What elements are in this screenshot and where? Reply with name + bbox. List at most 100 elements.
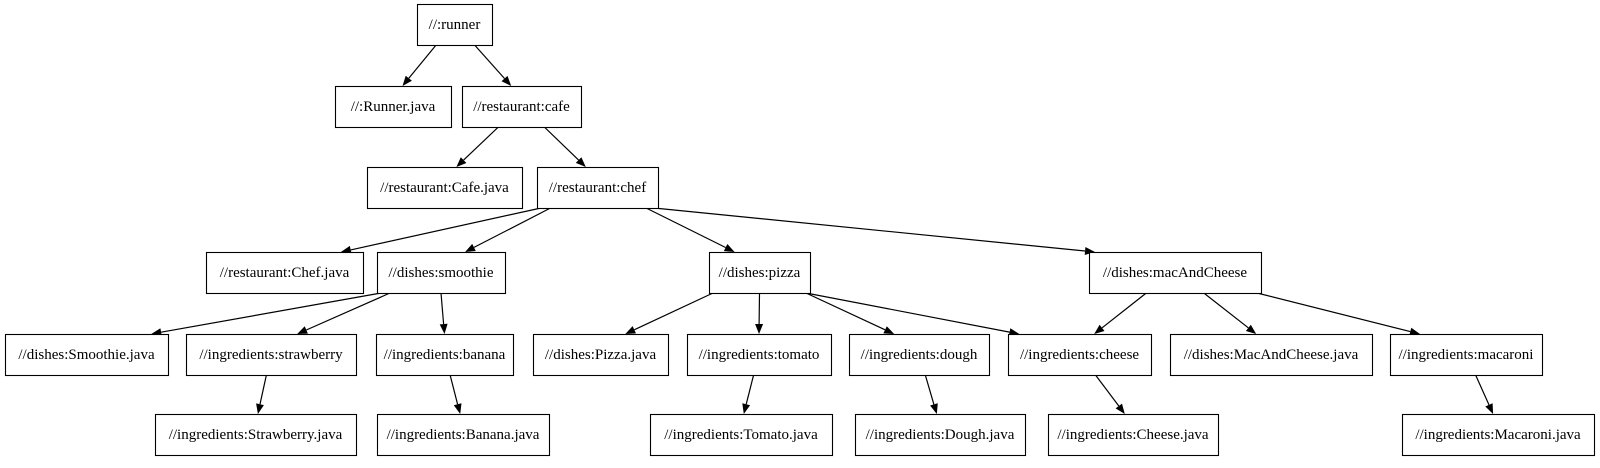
node-rect — [1389, 333, 1544, 377]
node-ing_macaroni[interactable]: //ingredients:macaroni — [1389, 333, 1544, 377]
node-rect — [1169, 333, 1374, 377]
arrowhead-icon — [439, 323, 448, 334]
node-cheese_java[interactable]: //ingredients:Cheese.java — [1047, 413, 1220, 457]
arrowhead-icon — [883, 326, 895, 334]
edge-dishes_macandchee-to-ing_macaroni — [1256, 292, 1411, 333]
node-label: //restaurant:Chef.java — [220, 265, 350, 281]
arrowhead-icon — [755, 324, 764, 334]
node-cafe_java[interactable]: //restaurant:Cafe.java — [366, 166, 524, 210]
edge-dishes_pizza-to-ing_dough — [805, 292, 886, 331]
edge-ing_macaroni-to-macaroni_java — [1475, 374, 1490, 406]
node-label: //dishes:macAndCheese — [1103, 265, 1247, 281]
node-rect — [1047, 413, 1220, 457]
edge-ing_tomato-to-tomato_java — [745, 374, 755, 405]
node-rect — [205, 251, 365, 295]
node-label: //dishes:Pizza.java — [545, 347, 657, 363]
arrowhead-icon — [456, 157, 467, 167]
node-dishes_smoothie[interactable]: //dishes:smoothie — [376, 251, 507, 295]
edge-restaurant_chef-to-dishes_macandchee — [653, 207, 1086, 252]
node-macandcheese_java[interactable]: //dishes:MacAndCheese.java — [1169, 333, 1374, 377]
node-rect — [461, 85, 583, 129]
node-label: //dishes:pizza — [719, 265, 801, 281]
edge-restaurant_chef-to-dishes_smoothie — [473, 207, 551, 248]
node-layer: //:runner //:Runner.java //restaurant:cafe… — [4, 3, 1596, 457]
node-rect — [854, 413, 1027, 457]
arrowhead-icon — [1485, 403, 1494, 414]
node-label: //ingredients:Dough.java — [866, 427, 1015, 443]
arrowhead-icon — [402, 75, 412, 86]
edge-ing_cheese-to-cheese_java — [1095, 374, 1120, 407]
node-dough_java[interactable]: //ingredients:Dough.java — [854, 413, 1027, 457]
node-chef_java[interactable]: //restaurant:Chef.java — [205, 251, 365, 295]
node-rect — [376, 413, 551, 457]
arrowhead-icon — [340, 245, 352, 254]
arrowhead-icon — [465, 243, 476, 252]
node-label: //ingredients:banana — [384, 347, 506, 363]
node-rect — [1401, 413, 1596, 457]
node-dishes_pizza[interactable]: //dishes:pizza — [708, 251, 812, 295]
node-restaurant_chef[interactable]: //restaurant:chef — [536, 166, 660, 210]
node-label: //restaurant:cafe — [473, 99, 570, 115]
edge-restaurant_cafe-to-cafe_java — [463, 126, 499, 161]
node-rect — [154, 413, 358, 457]
node-label: //dishes:MacAndCheese.java — [1184, 347, 1359, 363]
node-label: //ingredients:Tomato.java — [664, 427, 818, 443]
node-pizza_java[interactable]: //dishes:Pizza.java — [532, 333, 670, 377]
arrowhead-icon — [297, 326, 308, 334]
arrowhead-icon — [625, 326, 636, 334]
node-rect — [375, 333, 515, 377]
node-label: //ingredients:Cheese.java — [1057, 427, 1209, 443]
node-ing_cheese[interactable]: //ingredients:cheese — [1007, 333, 1153, 377]
node-label: //ingredients:macaroni — [1399, 347, 1534, 363]
edge-dishes_smoothie-to-ing_banana — [440, 292, 445, 325]
arrowhead-icon — [575, 157, 586, 167]
arrowhead-icon — [256, 403, 264, 414]
edge-dishes_pizza-to-pizza_java — [634, 292, 714, 331]
node-runner[interactable]: //:runner — [416, 3, 494, 47]
arrowhead-icon — [1245, 324, 1257, 334]
node-label: //:runner — [429, 17, 481, 33]
node-restaurant_cafe[interactable]: //restaurant:cafe — [461, 85, 583, 129]
node-smoothie_java[interactable]: //dishes:Smoothie.java — [4, 333, 170, 377]
node-rect — [185, 333, 358, 377]
node-label: //ingredients:Strawberry.java — [169, 427, 343, 443]
edge-ing_banana-to-banana_java — [449, 374, 459, 405]
arrowhead-icon — [1115, 403, 1125, 414]
node-ing_dough[interactable]: //ingredients:dough — [848, 333, 991, 377]
edge-dishes_pizza-to-ing_cheese — [805, 292, 1010, 333]
node-rect — [4, 333, 170, 377]
node-label: //restaurant:Cafe.java — [380, 180, 509, 196]
node-tomato_java[interactable]: //ingredients:Tomato.java — [649, 413, 834, 457]
node-banana_java[interactable]: //ingredients:Banana.java — [376, 413, 551, 457]
node-macaroni_java[interactable]: //ingredients:Macaroni.java — [1401, 413, 1596, 457]
node-rect — [649, 413, 834, 457]
node-rect — [536, 166, 660, 210]
edge-restaurant_cafe-to-restaurant_chef — [543, 126, 580, 161]
node-label: //:Runner.java — [351, 99, 436, 115]
node-runner_java[interactable]: //:Runner.java — [334, 85, 453, 129]
node-rect — [708, 251, 812, 295]
node-rect — [366, 166, 524, 210]
arrowhead-icon — [930, 403, 938, 414]
node-strawberry_java[interactable]: //ingredients:Strawberry.java — [154, 413, 358, 457]
node-ing_tomato[interactable]: //ingredients:tomato — [686, 333, 833, 377]
arrowhead-icon — [453, 403, 462, 414]
edge-dishes_macandchee-to-macandcheese_java — [1203, 292, 1249, 329]
edge-layer — [151, 44, 1494, 414]
node-label: //ingredients:Macaroni.java — [1415, 427, 1581, 443]
arrowhead-icon — [1084, 247, 1095, 255]
node-label: //restaurant:chef — [549, 180, 646, 196]
node-ing_strawberry[interactable]: //ingredients:strawberry — [185, 333, 358, 377]
edge-restaurant_chef-to-chef_java — [350, 207, 542, 251]
edge-runner-to-runner_java — [408, 44, 437, 79]
node-rect — [376, 251, 507, 295]
arrowhead-icon — [1094, 324, 1105, 334]
node-label: //dishes:smoothie — [389, 265, 494, 281]
node-label: //ingredients:dough — [861, 347, 978, 363]
arrowhead-icon — [1409, 327, 1420, 336]
node-rect — [1007, 333, 1153, 377]
node-dishes_macandchee[interactable]: //dishes:macAndCheese — [1088, 251, 1263, 295]
node-ing_banana[interactable]: //ingredients:banana — [375, 333, 515, 377]
